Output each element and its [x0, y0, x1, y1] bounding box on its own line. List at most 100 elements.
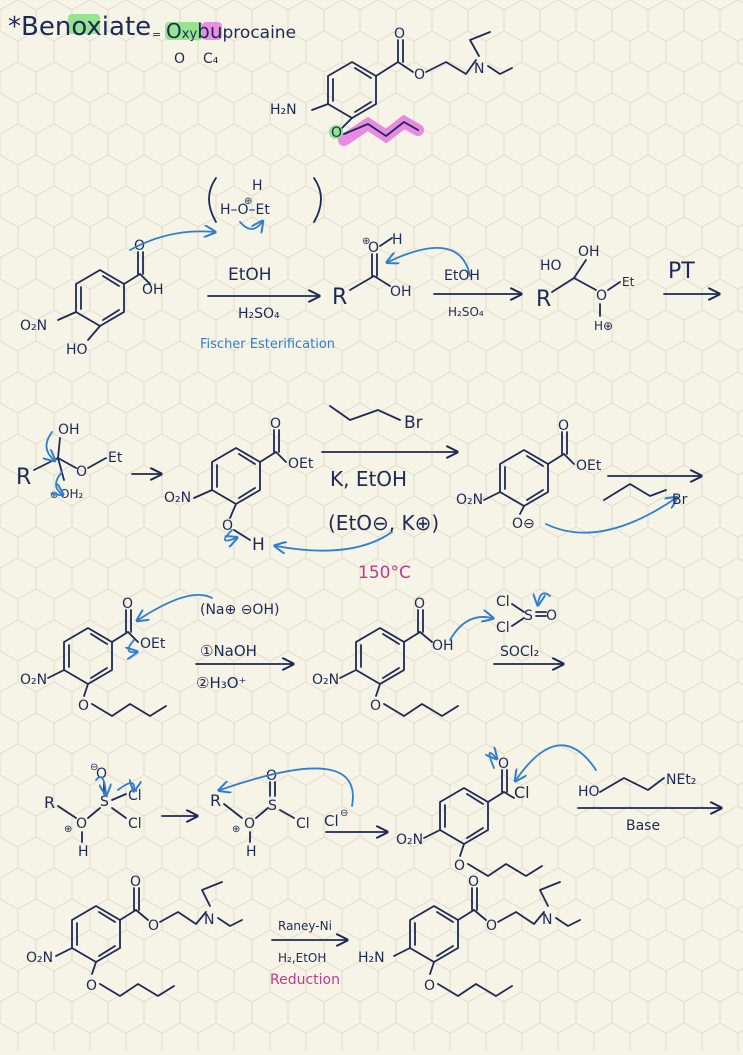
reagent-etoh-1: EtOH [228, 265, 272, 285]
reagent-k-etoh: K, EtOH [330, 467, 407, 491]
svg-text:NEt₂: NEt₂ [666, 772, 696, 788]
thionyl-chloride-structure: Cl Cl S O [496, 592, 557, 636]
svg-text:O: O [414, 67, 425, 83]
svg-text:O: O [498, 756, 509, 772]
svg-text:O: O [546, 608, 557, 624]
svg-text:OH: OH [432, 638, 454, 654]
row-saponification: O OEt O₂N O (Na⊕ ⊖OH) ①NaOH ②H₃O⁺ O OH [20, 592, 562, 717]
svg-text:O: O [78, 698, 89, 714]
proton-transfer-label: PT [668, 259, 695, 284]
svg-text:O: O [424, 978, 435, 994]
svg-text:OEt: OEt [288, 456, 314, 472]
svg-text:N: N [474, 61, 484, 77]
svg-text:R: R [210, 791, 221, 810]
svg-text:H: H [246, 844, 257, 860]
butoxy-ethyl-ester: O OEt O₂N O [20, 594, 213, 717]
svg-text:O: O [244, 816, 255, 832]
reagent-etoh-2: EtOH [444, 268, 480, 284]
svg-text:H: H [252, 178, 263, 194]
highlight-oxy [165, 22, 203, 40]
svg-text:Cl: Cl [296, 816, 310, 832]
acyl-chloride: O Cl O₂N O [396, 744, 597, 877]
svg-text:OEt: OEt [576, 458, 602, 474]
amine-group: H₂N [270, 102, 297, 118]
svg-text:Cl: Cl [496, 620, 510, 636]
mechanism-arrow-protonation [129, 231, 214, 251]
title-equals: = [152, 28, 161, 41]
svg-text:Et: Et [622, 275, 635, 289]
reagent-h2so4-1: H₂SO₄ [238, 306, 280, 322]
diethylaminoethanol: HO NEt₂ [578, 772, 696, 800]
chlorosulfite-attack: R O ⊕ H S O ⊖ Cl Cl [44, 762, 142, 860]
svg-text:HO: HO [66, 342, 88, 358]
protonated-ethanol: H–O–Et H ⊕ [208, 177, 322, 229]
drug-name-title: *Benoxiate [8, 12, 151, 42]
svg-text:O: O [558, 418, 569, 434]
protonated-carbonyl: R O ⊕ H OH [332, 232, 471, 310]
svg-text:O: O [76, 816, 87, 832]
svg-text:OH₂: OH₂ [60, 487, 83, 501]
svg-text:OH: OH [58, 422, 80, 438]
svg-text:O: O [596, 288, 607, 304]
svg-text:O: O [130, 874, 141, 890]
svg-text:O: O [454, 858, 465, 874]
svg-text:O: O [468, 874, 479, 890]
svg-text:H₂N: H₂N [358, 950, 385, 966]
svg-text:S: S [524, 608, 533, 624]
svg-text:O: O [486, 918, 497, 934]
svg-text:⊖: ⊖ [90, 762, 98, 773]
benoxinate-product: O O N H₂N O [358, 874, 581, 997]
svg-text:O: O [331, 125, 342, 141]
svg-text:⊕: ⊕ [362, 236, 370, 247]
title-section: *Benoxiate = Oxybuprocaine O C₄ [8, 12, 296, 67]
svg-text:S: S [100, 794, 109, 810]
butyl-bromide-reagent: Br [329, 405, 423, 433]
reagent-socl2: SOCl₂ [500, 644, 539, 660]
svg-text:O⊖: O⊖ [512, 516, 535, 532]
note-c4: C₄ [203, 51, 219, 67]
svg-text:O: O [270, 416, 281, 432]
svg-text:Br: Br [672, 492, 688, 508]
reagent-base: Base [626, 818, 660, 834]
svg-text:S: S [268, 798, 277, 814]
svg-text:H: H [252, 535, 265, 555]
temperature-150c: 150°C [358, 563, 411, 583]
svg-text:O: O [148, 918, 159, 934]
svg-text:O: O [266, 768, 277, 784]
svg-text:HO: HO [578, 784, 600, 800]
reagent-h2so4-2: H₂SO₄ [448, 305, 484, 319]
svg-text:Cl: Cl [514, 783, 530, 802]
svg-text:H: H [392, 232, 403, 248]
reagent-naoh: ①NaOH [200, 642, 257, 660]
row-fischer-esterification: O OH O₂N HO H–O–Et H ⊕ EtOH H₂SO₄ Fische… [20, 177, 718, 358]
svg-text:R: R [332, 285, 347, 310]
svg-text:O: O [96, 766, 107, 782]
synonym-title: Oxybuprocaine [166, 19, 296, 43]
row-o-alkylation: R OH O Et OH₂ ⊕ O OEt O₂ [16, 405, 700, 583]
svg-text:O₂N: O₂N [396, 832, 423, 848]
tetrahedral-intermediate: R HO OH O Et H⊕ [536, 244, 635, 333]
reaction-name-fischer: Fischer Esterification [200, 337, 335, 352]
svg-text:⊕: ⊕ [244, 196, 252, 207]
svg-text:Cl: Cl [128, 788, 142, 804]
phenoxide-ester: O OEt O₂N O⊖ [456, 418, 676, 534]
svg-text:O: O [368, 240, 379, 256]
svg-text:H: H [78, 844, 89, 860]
svg-text:R: R [44, 793, 55, 812]
svg-text:OH: OH [390, 284, 412, 300]
svg-text:R: R [16, 465, 31, 490]
svg-text:OEt: OEt [140, 636, 166, 652]
highlight-oxi [68, 14, 100, 34]
svg-text:Cl: Cl [128, 816, 142, 832]
reagent-ethoxide: (EtO⊖, K⊕) [328, 511, 439, 535]
reagent-raney-ni: Raney-Ni [278, 919, 332, 933]
svg-text:O: O [76, 464, 87, 480]
butoxy-nitro-benzoic-acid: O OH O₂N O [312, 596, 492, 717]
svg-text:Cl: Cl [324, 812, 339, 830]
ethyl-ester-phenol: O OEt O₂N O H [164, 416, 314, 555]
water-elimination-intermediate: R OH O Et OH₂ ⊕ [16, 422, 123, 501]
reduction-label: Reduction [270, 972, 340, 988]
